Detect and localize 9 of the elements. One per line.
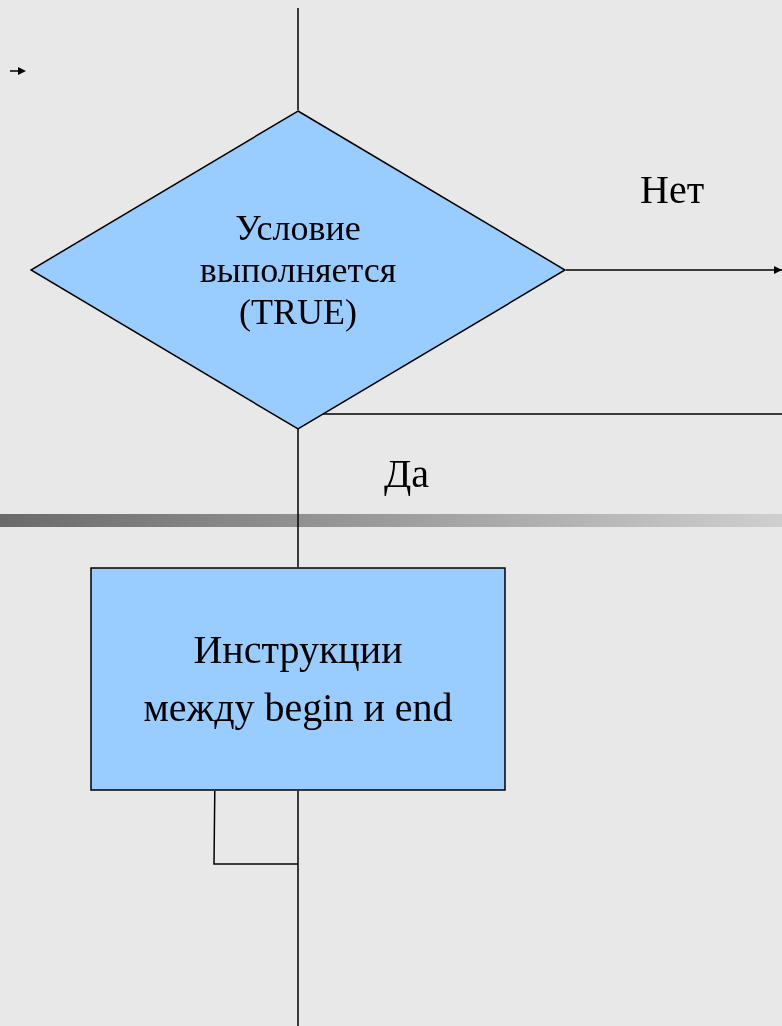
connector-line xyxy=(213,790,299,865)
connector-line xyxy=(565,266,782,274)
connector-line xyxy=(297,7,299,111)
process-box xyxy=(90,567,506,791)
connector-line xyxy=(297,429,299,568)
process-text: Инструкции между begin и end xyxy=(142,626,454,732)
decision-diamond xyxy=(30,110,566,430)
condition-text: Условие выполняется (TRUE) xyxy=(198,207,398,333)
connector-line xyxy=(297,790,299,1026)
